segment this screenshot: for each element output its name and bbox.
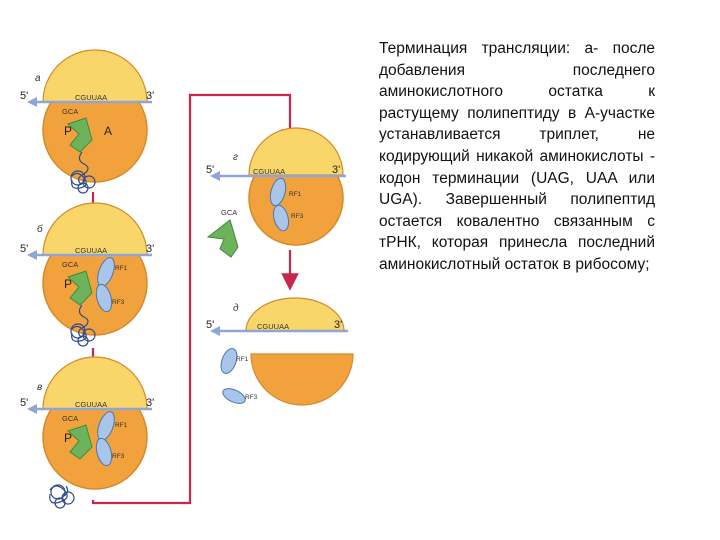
rf3-label: RF3 <box>291 213 304 220</box>
mrna-3-prime: 3' <box>334 319 342 331</box>
stage-d: д 5' 3' CGUUAA RF1 RF3 <box>206 297 354 406</box>
stage-a: а 5' 3' CGUUAA GCA P A <box>20 49 154 194</box>
anticodon-label: GCA <box>62 414 78 423</box>
free-rf3-label: RF3 <box>245 394 258 401</box>
description-text: Терминация трансляции: а- после добавлен… <box>379 40 655 273</box>
ribosome-small-subunit <box>42 356 148 410</box>
codon-label: CGUUAA <box>75 246 107 255</box>
mrna-5-prime: 5' <box>20 90 28 102</box>
dissociated-small-subunit <box>245 297 345 332</box>
trna <box>67 270 93 306</box>
release-factor-rf3 <box>95 437 113 467</box>
rf1-label: RF1 <box>115 265 128 272</box>
stage-v: в 5' 3' CGUUAA GCA P RF1 RF3 <box>20 356 154 509</box>
mrna-5-prime: 5' <box>20 243 28 255</box>
free-rf1 <box>220 348 238 374</box>
mrna-5-arrowhead <box>27 97 37 107</box>
trna <box>67 117 93 153</box>
trna <box>67 424 93 460</box>
a-site-label: A <box>104 124 112 138</box>
mrna-3-prime: 3' <box>332 164 340 176</box>
p-site-label: P <box>64 431 72 445</box>
codon-label: CGUUAA <box>75 93 107 102</box>
mrna-5-arrowhead <box>210 326 220 336</box>
rf3-label: RF3 <box>112 299 125 306</box>
mrna-5-arrowhead <box>27 250 37 260</box>
stage-b: б 5' 3' CGUUAA GCA P RF1 RF3 <box>20 202 154 347</box>
anticodon-label: GCA <box>62 107 78 116</box>
mrna-5-prime: 5' <box>206 319 214 331</box>
codon-label: CGUUAA <box>257 322 289 331</box>
release-factor-rf3 <box>95 283 113 313</box>
rf3-label: RF3 <box>112 453 125 460</box>
ribosome-small-subunit <box>248 127 344 176</box>
mrna-5-arrowhead <box>27 404 37 414</box>
mrna-3-prime: 3' <box>146 243 154 255</box>
released-trna <box>206 219 239 258</box>
release-factor-rf3 <box>272 204 290 232</box>
stage-label-v: в <box>37 382 42 393</box>
arrow-v-to-g <box>91 93 299 505</box>
mrna-3-prime: 3' <box>146 397 154 409</box>
stage-label-b: б <box>37 223 43 235</box>
p-site-label: P <box>64 277 72 291</box>
polypeptide <box>70 304 96 347</box>
ribosome-small-subunit <box>42 202 148 256</box>
mrna-5-prime: 5' <box>206 164 214 176</box>
codon-label: CGUUAA <box>253 167 285 176</box>
mrna-3-prime: 3' <box>146 90 154 102</box>
free-rf3 <box>222 388 246 404</box>
stage-g: г 5' 3' CGUUAA RF1 RF3 GCA <box>206 127 346 258</box>
release-factor-rf1 <box>269 177 287 207</box>
mrna-5-prime: 5' <box>20 397 28 409</box>
stage-label-d: д <box>233 303 239 314</box>
p-site-label: P <box>64 124 72 138</box>
anticodon-label: GCA <box>221 208 237 217</box>
mrna-5-arrowhead <box>210 171 220 181</box>
dissociated-large-subunit <box>250 353 354 406</box>
codon-label: CGUUAA <box>75 400 107 409</box>
rf1-label: RF1 <box>115 422 128 429</box>
ribosome-small-subunit <box>42 49 148 103</box>
free-rf1-label: RF1 <box>236 356 249 363</box>
polypeptide <box>70 151 96 194</box>
released-polypeptide <box>49 484 75 509</box>
stage-label-g: г <box>233 152 238 163</box>
anticodon-label: GCA <box>62 260 78 269</box>
stage-label-a: а <box>35 73 41 84</box>
rf1-label: RF1 <box>289 191 302 198</box>
